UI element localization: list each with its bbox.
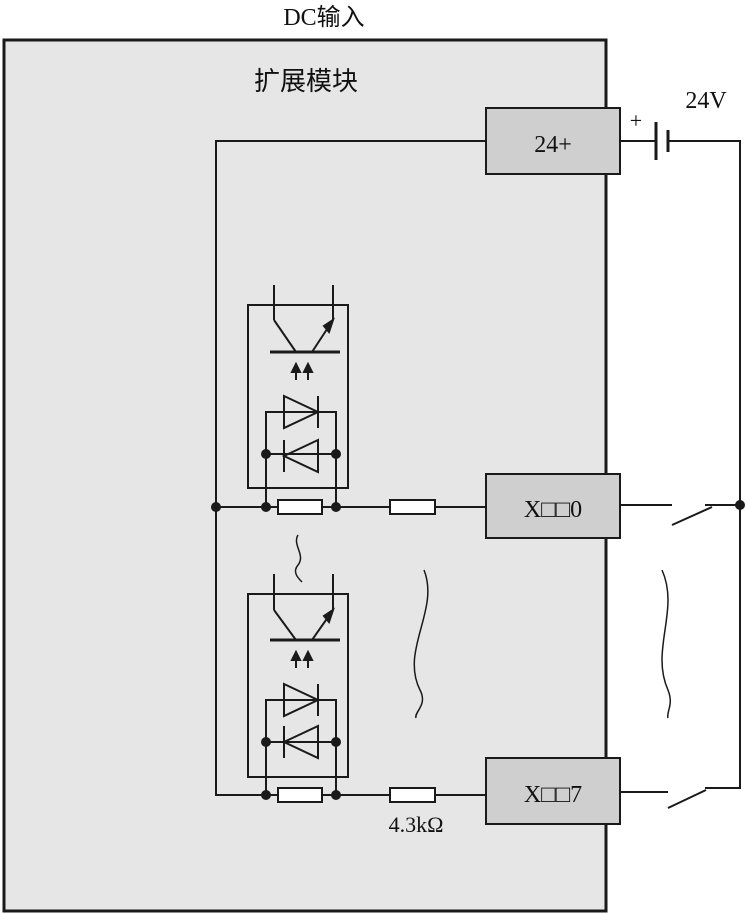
module-label: 扩展模块: [254, 67, 358, 96]
battery-polarity-label: +: [630, 108, 642, 133]
resistor-internal-0: [277, 499, 323, 515]
terminal-24plus-label: 24+: [534, 132, 572, 158]
resistor-series-0: [389, 499, 436, 515]
terminal-input-0-label: X□□0: [524, 497, 582, 523]
terminal-input-7: [485, 757, 621, 825]
input-switch-0: [671, 506, 713, 526]
junction-dots: [211, 449, 745, 800]
continuation-marks: [294, 534, 671, 719]
resistor-series-7: [389, 787, 436, 803]
resistor-value-label: 4.3kΩ: [389, 812, 444, 837]
external-wiring: [620, 140, 741, 793]
diagram-title: DC输入: [283, 4, 364, 31]
input-switch-7: [667, 789, 707, 809]
battery-voltage-label: 24V: [685, 88, 727, 114]
terminal-input-7-label: X□□7: [524, 782, 582, 808]
optocoupler-7: [247, 574, 349, 795]
optocoupler-0: [247, 285, 349, 507]
resistor-internal-7: [277, 787, 323, 803]
battery-symbol: [654, 122, 670, 160]
